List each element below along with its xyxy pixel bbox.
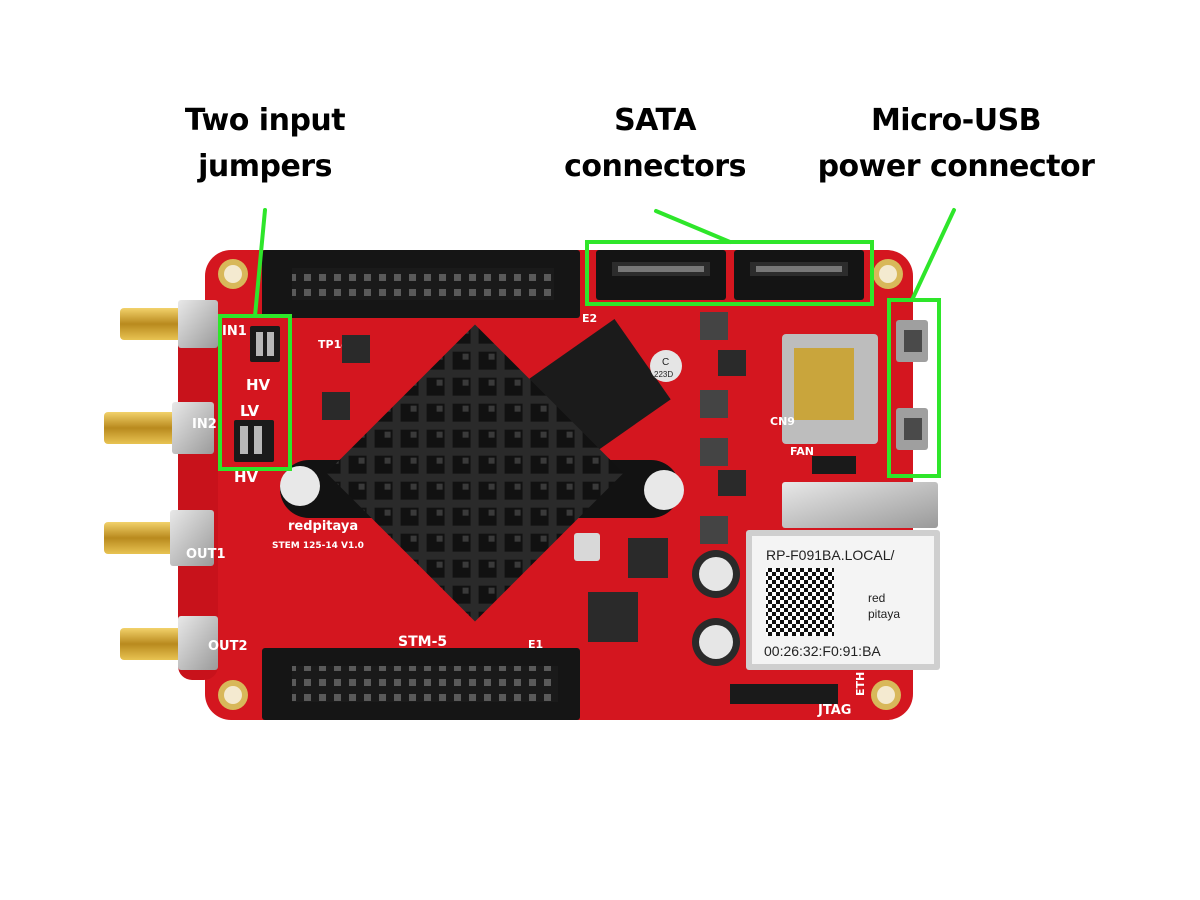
highlight-sata-line — [654, 209, 732, 244]
label-in1: IN1 — [222, 324, 247, 339]
label-e2: E2 — [582, 312, 597, 325]
micro-usb-connectors — [896, 320, 928, 450]
highlight-jumpers-line — [253, 208, 267, 318]
label-hv-bottom: HV — [234, 468, 259, 486]
brand-logo: redpitaya — [288, 519, 358, 534]
sata-connector-right — [734, 250, 864, 300]
highlight-usb-line — [910, 208, 956, 302]
callout-sata-connectors: SATA connectors — [540, 98, 770, 190]
header-e2-pins — [292, 268, 554, 300]
mounting-holes — [218, 259, 903, 710]
callout-usb-line1: Micro-USB — [870, 103, 1042, 138]
sticker-qr-code — [766, 568, 834, 636]
label-cn9: CN9 — [770, 415, 795, 428]
input-jumpers — [234, 326, 280, 462]
capacitor-223d: C 223D — [650, 350, 682, 382]
usb-a-connector — [782, 482, 938, 528]
fan-header — [812, 456, 856, 474]
cap-label: C — [662, 357, 669, 368]
label-in2: IN2 — [192, 417, 217, 432]
extension-header — [730, 684, 838, 704]
label-e1: E1 — [528, 638, 543, 651]
callout-usb-line2: power connector — [817, 149, 1095, 184]
label-lv: LV — [240, 402, 259, 420]
callout-sata-line1: SATA — [614, 103, 696, 138]
electrolytic-capacitors — [692, 550, 740, 666]
label-tp14: TP14 — [318, 338, 349, 351]
label-fan: FAN — [790, 445, 814, 458]
sma-connector-out1 — [104, 510, 214, 566]
label-out1: OUT1 — [186, 547, 226, 562]
callout-micro-usb: Micro-USB power connector — [806, 98, 1106, 190]
label-jtag: JTAG — [817, 703, 851, 718]
small-ics — [322, 312, 746, 642]
sata-connector-left — [596, 250, 726, 300]
callout-input-jumpers-line2: jumpers — [198, 149, 332, 184]
callout-input-jumpers: Two input jumpers — [150, 98, 380, 190]
label-hv-top: HV — [246, 376, 271, 394]
header-e1-pins — [292, 666, 558, 702]
sticker-logo-pitaya: pitaya — [868, 607, 900, 621]
label-out2: OUT2 — [208, 639, 248, 654]
sticker-mac: 00:26:32:F0:91:BA — [764, 643, 881, 659]
board-model: STEM 125-14 V1.0 — [272, 541, 364, 551]
sticker-hostname: RP-F091BA.LOCAL/ — [766, 547, 894, 563]
pcb-left-notch — [178, 300, 218, 680]
heatsink-mount-right — [644, 470, 684, 510]
heatsink — [326, 324, 624, 622]
cap-value: 223D — [654, 370, 673, 379]
highlights — [218, 208, 956, 478]
sma-connector-out2 — [120, 616, 218, 670]
label-stm: STM-5 — [398, 634, 447, 650]
sma-connector-in1 — [120, 300, 218, 348]
callout-sata-line2: connectors — [564, 149, 746, 184]
sd-card-contacts — [794, 348, 854, 420]
label-eth: ETH — [854, 672, 867, 696]
heatsink-mount-left — [280, 466, 320, 506]
callout-input-jumpers-line1: Two input — [184, 103, 346, 138]
sma-connector-in2 — [104, 402, 214, 454]
sticker-logo-red: red — [868, 591, 885, 605]
